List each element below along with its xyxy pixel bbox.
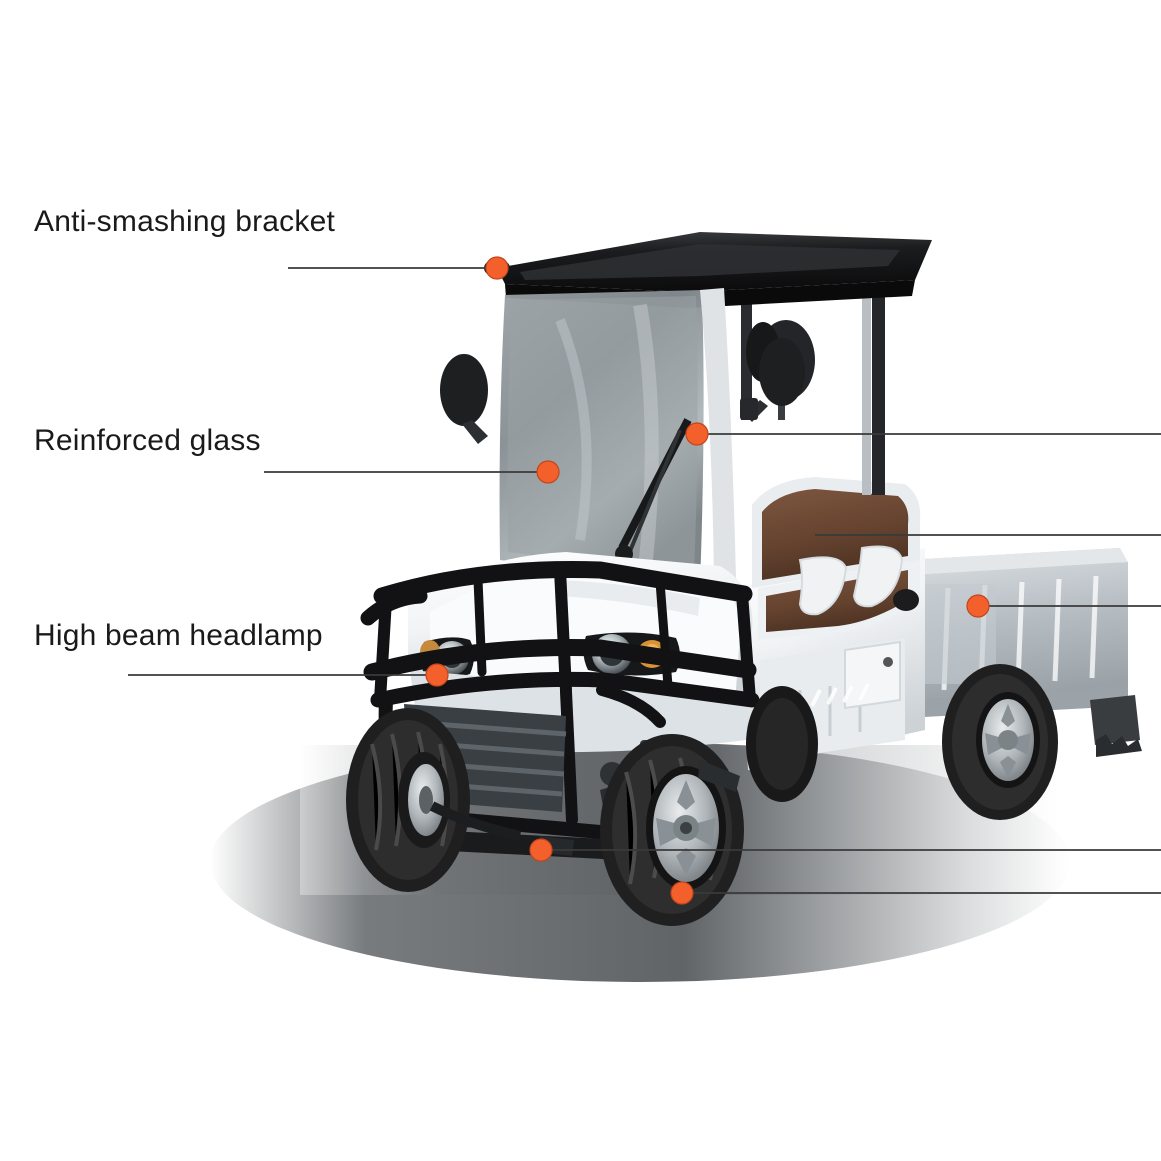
marker-dot-cargo-box[interactable] xyxy=(966,594,990,618)
marker-dot-vacuum-tire[interactable] xyxy=(670,881,694,905)
marker-dot-seat-belt[interactable] xyxy=(685,422,709,446)
seats xyxy=(752,477,921,640)
front-bumper-guard xyxy=(360,561,760,839)
marker-dot-high-beam-headlamp[interactable] xyxy=(425,663,449,687)
marker-dot-reinforced-glass[interactable] xyxy=(536,460,560,484)
canopy-posts xyxy=(741,283,885,495)
wheel-front-right xyxy=(600,734,744,926)
callout-label-reinforced-glass: Reinforced glass xyxy=(34,424,261,457)
windshield xyxy=(499,288,736,585)
callout-label-anti-smashing-bracket: Anti-smashing bracket xyxy=(34,205,335,238)
wheel-rear-left xyxy=(746,686,818,802)
front-suspension xyxy=(429,760,740,841)
marker-dot-anti-smashing-bracket[interactable] xyxy=(485,256,509,280)
wheel-front-left xyxy=(346,708,470,892)
marker-dot-front-axle[interactable] xyxy=(529,838,553,862)
callout-label-high-beam-headlamp: High beam headlamp xyxy=(34,619,323,652)
side-mirrors xyxy=(440,338,805,444)
wheel-rear-right xyxy=(942,664,1058,820)
